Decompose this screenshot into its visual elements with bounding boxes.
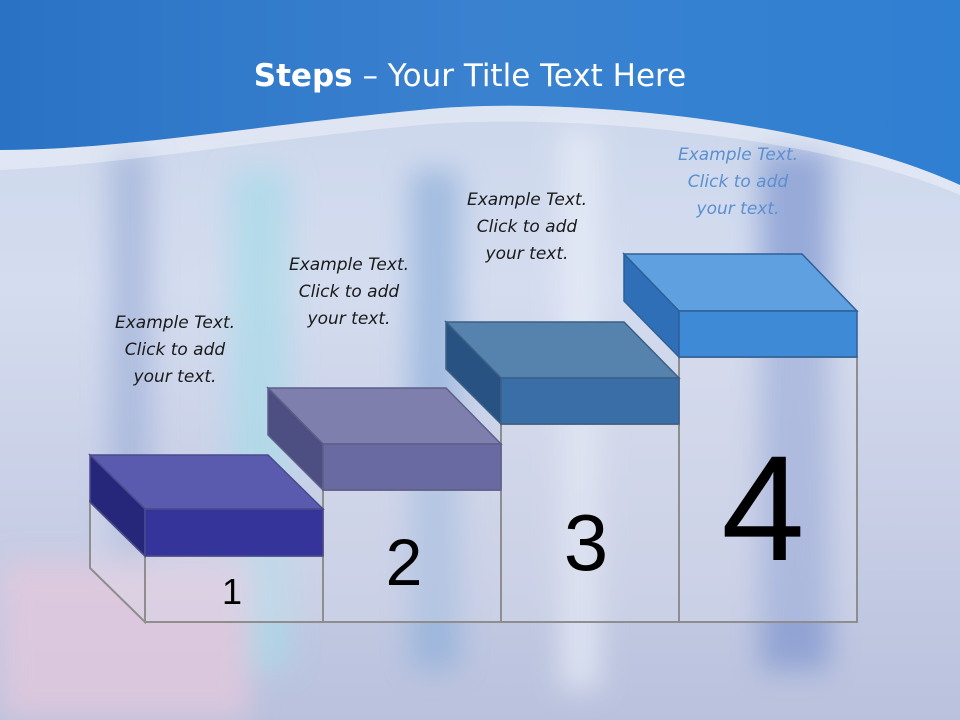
step-1-block[interactable]: [88, 453, 325, 558]
step-1-number: 1: [222, 571, 242, 612]
step-2-line-2: Click to add: [298, 282, 400, 302]
step-2-number: 2: [386, 525, 423, 599]
title-bold: Steps: [253, 58, 353, 94]
step-4-line-2: Click to add: [687, 172, 789, 192]
step-3-line-3: your text.: [485, 244, 569, 264]
step-4-number: 4: [721, 424, 804, 592]
step-1-line-3: your text.: [133, 367, 217, 387]
step-4-line-1: Example Text.: [677, 145, 799, 165]
step-3-block[interactable]: [444, 320, 681, 426]
title-rest: – Your Title Text Here: [352, 58, 687, 94]
step-1-line-1: Example Text.: [114, 313, 236, 333]
step-1-caption[interactable]: Example Text. Click to add your text.: [90, 310, 260, 391]
step-3-caption[interactable]: Example Text. Click to add your text.: [442, 187, 612, 268]
step-1-line-2: Click to add: [124, 340, 226, 360]
step-4-caption[interactable]: Example Text. Click to add your text.: [653, 142, 823, 223]
header-band: [0, 0, 960, 185]
step-3-line-1: Example Text.: [466, 190, 588, 210]
step-2-caption[interactable]: Example Text. Click to add your text.: [264, 252, 434, 333]
step-4-line-3: your text.: [696, 199, 780, 219]
step-2-block[interactable]: [266, 386, 503, 492]
page-title[interactable]: Steps – Your Title Text Here: [0, 58, 940, 94]
step-2-line-1: Example Text.: [288, 255, 410, 275]
step-3-number: 3: [564, 498, 609, 587]
step-3-line-2: Click to add: [476, 217, 578, 237]
step-2-line-3: your text.: [307, 309, 391, 329]
step-4-block[interactable]: [622, 252, 859, 359]
step-outlines: [89, 356, 858, 625]
